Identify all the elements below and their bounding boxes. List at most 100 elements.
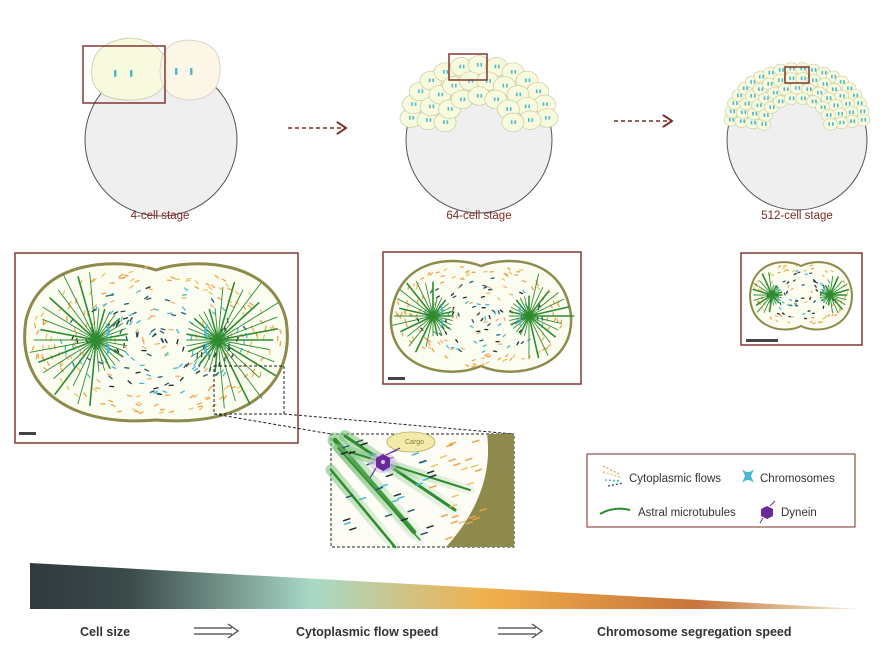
nucleus <box>743 119 745 123</box>
flow-dash <box>779 301 782 305</box>
nucleus <box>767 113 769 117</box>
astral-microtubule <box>432 315 439 337</box>
flow-dash <box>465 521 474 525</box>
flow-dash <box>504 354 509 358</box>
nucleus <box>732 101 735 105</box>
flow-dash <box>135 371 141 374</box>
flow-dash <box>435 288 439 291</box>
nucleus <box>754 120 756 125</box>
flow-dash <box>778 265 782 268</box>
nucleus <box>804 96 806 101</box>
flow-dash <box>776 312 781 315</box>
astral-microtubule <box>217 302 279 341</box>
nucleus <box>446 70 449 74</box>
flow-dash <box>429 290 434 294</box>
flow-dash <box>181 306 186 311</box>
nucleus <box>742 86 745 90</box>
flow-dash <box>31 345 35 351</box>
zoom-panel-64-cell <box>382 251 582 385</box>
flow-dash <box>279 341 282 347</box>
flow-dash <box>435 271 440 274</box>
nucleus <box>833 103 835 108</box>
nucleus <box>506 83 508 88</box>
flow-dash <box>182 346 185 352</box>
flow-dash <box>809 320 813 323</box>
astral-microtubule <box>829 283 848 296</box>
nucleus <box>511 70 513 74</box>
flow-dash <box>487 288 493 291</box>
nucleus <box>443 70 445 74</box>
nucleus <box>842 120 845 125</box>
flow-dash <box>262 334 266 340</box>
nucleus <box>811 68 813 72</box>
flow-dash <box>443 339 448 342</box>
flow-dash <box>183 363 188 369</box>
astral-microtubule <box>77 276 97 341</box>
astral-microtubule <box>95 314 116 341</box>
flow-dash <box>98 361 103 365</box>
flow-dash <box>455 314 458 319</box>
flow-dash <box>86 356 91 361</box>
flow-dash <box>41 354 44 360</box>
astral-microtubule <box>217 339 260 379</box>
flow-dash <box>138 411 144 415</box>
flow-dash <box>221 307 226 312</box>
flow-dash <box>415 285 419 290</box>
nucleus <box>800 96 803 101</box>
flow-dash <box>476 303 481 306</box>
nucleus <box>409 116 411 120</box>
flow-dash <box>124 367 130 369</box>
nucleus <box>793 66 795 71</box>
astral-microtubule <box>825 285 831 296</box>
flow-dash <box>509 357 513 362</box>
flow-dash <box>479 339 484 342</box>
flow-dash <box>418 459 427 464</box>
flow-dash <box>93 304 98 309</box>
flow-dash <box>827 280 831 284</box>
chromosome <box>776 286 779 295</box>
flow-dash <box>369 452 377 457</box>
astral-microtubule <box>54 339 97 396</box>
nucleus <box>792 96 795 101</box>
nucleus <box>455 83 457 88</box>
nucleus <box>860 109 862 114</box>
astral-microtubule <box>95 339 128 347</box>
flow-dash <box>544 346 549 351</box>
flow-dash <box>149 390 155 394</box>
flow-dash <box>146 297 152 301</box>
flow-dash <box>204 396 210 399</box>
nucleus <box>480 63 483 67</box>
flow-dash <box>125 351 129 356</box>
flow-dash <box>783 292 786 296</box>
astral-microtubule <box>214 308 219 341</box>
nucleus <box>835 87 837 91</box>
nucleus <box>739 119 742 123</box>
flow-dash <box>141 336 145 342</box>
flow-dash <box>102 303 108 306</box>
flow-dash <box>210 298 215 303</box>
flow-dash <box>793 272 797 276</box>
astral-microtubule <box>217 339 270 350</box>
flow-dash <box>789 298 793 302</box>
astral-microtubule <box>432 315 450 330</box>
nucleus <box>546 102 548 106</box>
flow-dash <box>803 269 807 272</box>
flow-dash <box>547 289 551 294</box>
astral-microtubule <box>829 276 839 296</box>
nucleus <box>411 102 413 106</box>
flow-dash <box>375 486 384 491</box>
flow-dash <box>480 295 486 298</box>
flow-dash <box>134 328 139 334</box>
flow-dash <box>380 483 388 488</box>
dynein-icon <box>369 447 401 479</box>
flow-dash <box>503 316 506 322</box>
nucleus <box>861 118 863 122</box>
flow-dash <box>474 468 483 472</box>
flow-dash <box>62 290 66 296</box>
astral-microtubule <box>217 339 275 363</box>
flow-dash <box>536 286 541 290</box>
flow-dash <box>465 457 473 462</box>
flow-dash <box>792 279 796 282</box>
nucleus <box>820 105 823 109</box>
flow-dash <box>144 368 150 372</box>
